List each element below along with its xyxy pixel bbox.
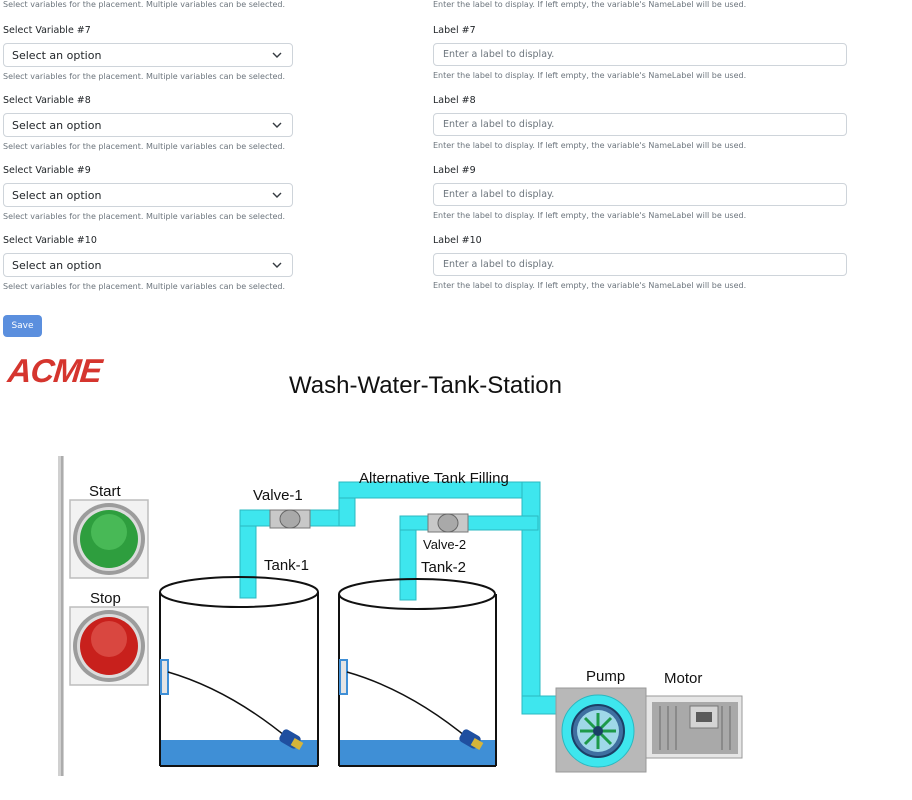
start-label: Start [89,483,122,500]
select-variable-7-help: Select variables for the placement. Mult… [3,72,286,81]
chevron-down-icon [272,262,282,268]
panel-edge [58,456,64,776]
valve-2-icon[interactable] [427,513,469,533]
stop-button[interactable] [69,606,149,686]
select-variable-9-value: Select an option [12,189,102,202]
label-9-input[interactable] [433,183,847,206]
label-8-input[interactable] [433,113,847,136]
select-variable-6-help: Select variables for the placement. Mult… [3,0,286,9]
valve-1-label: Valve-1 [253,487,303,504]
tank-1[interactable] [159,576,319,767]
pump-label: Pump [586,668,625,685]
valve-2-label: Valve-2 [423,537,466,552]
chevron-down-icon [272,192,282,198]
label-9-label: Label #9 [433,165,476,176]
select-variable-9-dropdown[interactable]: Select an option [3,183,293,207]
select-variable-8-help: Select variables for the placement. Mult… [3,142,286,151]
valve-1-icon[interactable] [269,509,311,529]
select-variable-8-dropdown[interactable]: Select an option [3,113,293,137]
station-title: Wash-Water-Tank-Station [289,372,562,399]
tank-2[interactable] [338,578,497,767]
stop-label: Stop [90,590,121,607]
chevron-down-icon [272,52,282,58]
motor[interactable] [645,695,743,759]
label-9-help: Enter the label to display. If left empt… [433,211,747,220]
select-variable-7-value: Select an option [12,49,102,62]
alternative-tank-filling-label: Alternative Tank Filling [359,470,509,487]
select-variable-10-label: Select Variable #10 [3,235,97,246]
select-variable-10-value: Select an option [12,259,102,272]
label-8-label: Label #8 [433,95,476,106]
label-6-help: Enter the label to display. If left empt… [433,0,747,9]
select-variable-8-label: Select Variable #8 [3,95,91,106]
label-10-label: Label #10 [433,235,482,246]
label-10-input[interactable] [433,253,847,276]
select-variable-9-label: Select Variable #9 [3,165,91,176]
label-7-help: Enter the label to display. If left empt… [433,71,747,80]
select-variable-7-dropdown[interactable]: Select an option [3,43,293,67]
select-variable-8-value: Select an option [12,119,102,132]
label-7-input[interactable] [433,43,847,66]
chevron-down-icon [272,122,282,128]
select-variable-10-help: Select variables for the placement. Mult… [3,282,286,291]
label-7-label: Label #7 [433,25,476,36]
tank-1-label: Tank-1 [264,557,309,574]
select-variable-9-help: Select variables for the placement. Mult… [3,212,286,221]
label-10-help: Enter the label to display. If left empt… [433,281,747,290]
select-variable-7-label: Select Variable #7 [3,25,91,36]
motor-label: Motor [664,670,702,687]
label-8-help: Enter the label to display. If left empt… [433,141,747,150]
pump[interactable] [555,687,647,773]
tank-2-label: Tank-2 [421,559,466,576]
process-diagram: Start Stop Valve-1 Valve-2 [58,456,743,776]
start-button[interactable] [69,499,149,579]
select-variable-10-dropdown[interactable]: Select an option [3,253,293,277]
acme-logo: ACME [6,352,104,389]
save-button[interactable]: Save [3,315,42,337]
